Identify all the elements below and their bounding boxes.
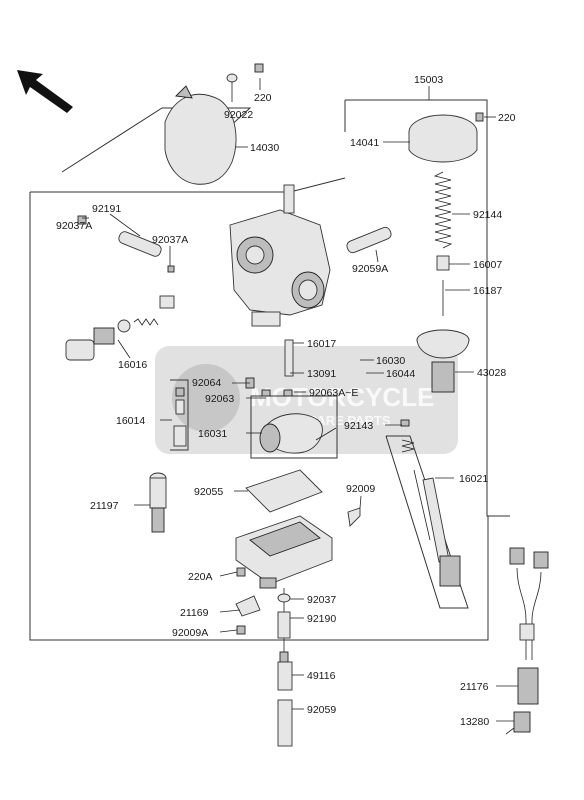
- vacuum-slide-part: [416, 329, 470, 393]
- watermark-title: MOTORCYCLE: [250, 382, 434, 412]
- label-92022: 92022: [224, 109, 253, 121]
- sensor-13280-part: [505, 711, 531, 735]
- label-16007: 16007: [473, 259, 502, 271]
- float-bowl-gasket-part: [245, 469, 323, 513]
- label-21169: 21169: [180, 607, 209, 619]
- label-92037A-left: 92037A: [56, 220, 92, 232]
- drain-tube-part: [277, 588, 293, 747]
- label-92059A: 92059A: [352, 263, 388, 275]
- label-16017: 16017: [307, 338, 336, 350]
- label-16030: 16030: [376, 355, 405, 367]
- label-92059: 92059: [307, 704, 336, 716]
- assembly-frames: [29, 99, 510, 641]
- leader-lines: [82, 78, 518, 722]
- label-92055: 92055: [194, 486, 223, 498]
- label-220A: 220A: [188, 571, 213, 583]
- jet-needle-part: [400, 419, 461, 587]
- jets-part: [65, 295, 294, 447]
- label-92063: 92063: [205, 393, 234, 405]
- label-16021: 16021: [459, 473, 488, 485]
- wire-harness-part: [509, 547, 549, 705]
- front-direction-arrow-icon: [17, 70, 73, 113]
- bowl-screws-part: [235, 507, 361, 635]
- top-cap-part: [408, 112, 484, 163]
- label-92144: 92144: [473, 209, 502, 221]
- label-14041: 14041: [350, 137, 379, 149]
- label-21197: 21197: [90, 500, 119, 512]
- carburetor-body-part: [229, 184, 331, 327]
- label-16014: 16014: [116, 415, 145, 427]
- label-16016: 16016: [118, 359, 147, 371]
- intake-cover-part: [164, 63, 264, 185]
- label-92037: 92037: [307, 594, 336, 606]
- label-92143: 92143: [344, 420, 373, 432]
- label-92190: 92190: [307, 613, 336, 625]
- fitting-16031-part: [259, 413, 337, 454]
- label-92191: 92191: [92, 203, 121, 215]
- starter-plunger-part: [77, 215, 392, 273]
- float-bowl-part: [235, 515, 333, 589]
- label-220-right: 220: [498, 112, 516, 124]
- label-92037A-mid: 92037A: [152, 234, 188, 246]
- label-49116: 49116: [307, 670, 336, 682]
- label-43028: 43028: [477, 367, 506, 379]
- label-92063A-E: 92063A~E: [309, 387, 358, 399]
- label-13091: 13091: [307, 368, 336, 380]
- fuel-fitting-part: [149, 472, 167, 533]
- label-16031: 16031: [198, 428, 227, 440]
- slide-spring-part: [433, 171, 453, 316]
- label-92064: 92064: [192, 377, 221, 389]
- label-92009A: 92009A: [172, 627, 208, 639]
- label-13280: 13280: [460, 716, 489, 728]
- label-15003: 15003: [414, 74, 443, 86]
- label-14030: 14030: [250, 142, 279, 154]
- label-16044: 16044: [386, 368, 415, 380]
- label-92009: 92009: [346, 483, 375, 495]
- watermark-subtitle: SPARE PARTS: [300, 413, 391, 428]
- label-16187: 16187: [473, 285, 502, 297]
- label-220-top: 220: [254, 92, 272, 104]
- part-number-labels: 220 92022 14030 15003 220 14041 92144 16…: [56, 74, 516, 728]
- label-21176: 21176: [460, 681, 489, 693]
